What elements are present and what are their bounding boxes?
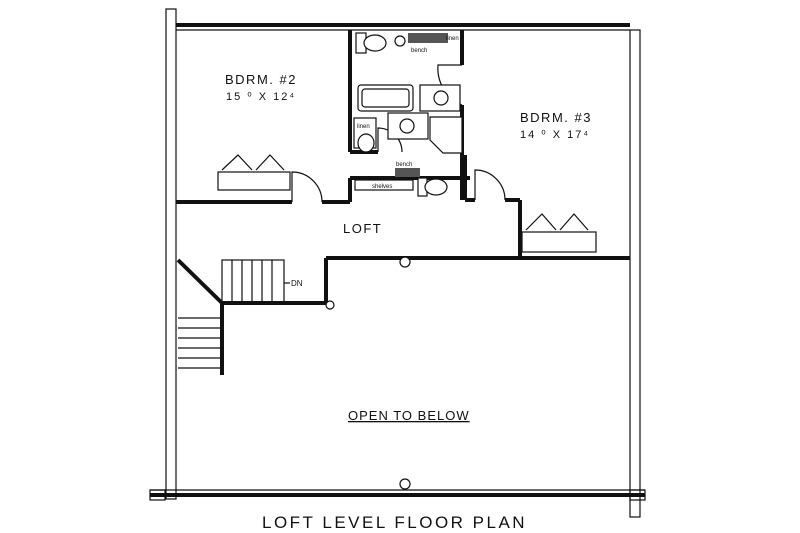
bath-fixtures (353, 32, 463, 197)
room-dims-bedroom3: 14 ⁰ X 17⁴ (520, 129, 590, 141)
staircase (178, 259, 290, 369)
fixture-label-bench: bench (396, 162, 412, 168)
toilet-icon (363, 34, 387, 52)
room-dims-bedroom2: 15 ⁰ X 12⁴ (226, 91, 296, 103)
stair-down-label: DN (291, 279, 303, 288)
room-label-loft: LOFT (343, 221, 382, 236)
sink-icon (419, 84, 461, 112)
room-label-bedroom3: BDRM. #3 (520, 110, 592, 125)
closet-bedroom2 (217, 154, 291, 191)
fixture-label-bench: bench (411, 48, 427, 54)
posts (325, 256, 411, 490)
room-label-open-to-below: OPEN TO BELOW (348, 408, 470, 423)
sink-icon (387, 112, 429, 140)
toilet-icon (424, 178, 448, 196)
bathtub-icon (357, 84, 414, 112)
closet-bedroom3 (521, 213, 597, 253)
toilet-icon (357, 133, 375, 153)
fixture-label-linen: linen (357, 124, 370, 130)
plan-title: LOFT LEVEL FLOOR PLAN (262, 513, 527, 532)
bench-hatch (408, 33, 448, 43)
bench-hatch (395, 168, 420, 177)
shower-icon (429, 116, 463, 154)
fixture-label-linen: linen (446, 36, 459, 42)
fixture-label-shelves: shelves (372, 184, 392, 190)
shelves (354, 179, 414, 191)
room-label-bedroom2: BDRM. #2 (225, 72, 297, 87)
outer-walls (149, 8, 646, 518)
